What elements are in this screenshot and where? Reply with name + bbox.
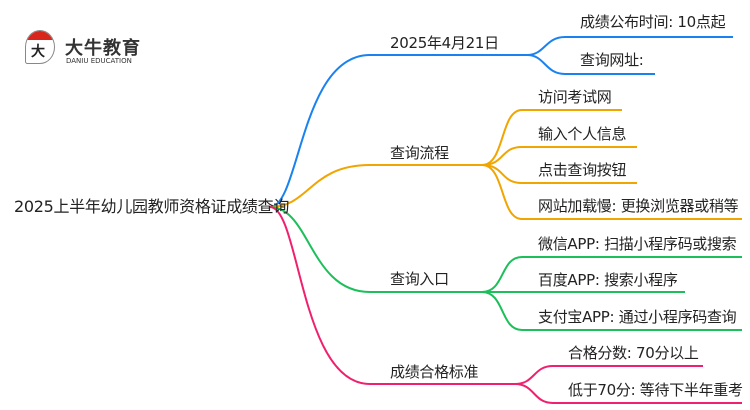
connector-branch-3-child-1 [481,256,742,293]
branch-3-child-2: 百度APP: 搜索小程序 [538,271,678,289]
logo-name: 大牛教育 [65,38,141,59]
branch-3-child-1: 微信APP: 扫描小程序码或搜索 [538,235,737,253]
branch-2-child-4: 网站加载慢: 更换浏览器或稍等 [538,197,739,215]
branch-2-child-3: 点击查询按钮 [538,161,627,179]
root-node: 2025上半年幼儿园教师资格证成绩查询 [14,197,290,216]
connector-branch-2 [269,164,482,208]
logo: 大牛 大牛教育 DANIU EDUCATION [22,28,152,72]
connector-branch-2-child-2 [481,146,637,166]
branch-4-label: 成绩合格标准 [390,363,479,381]
branch-2-child-2: 输入个人信息 [538,125,627,143]
connector-branch-2-child-4 [481,164,742,220]
connector-branch-4 [269,206,515,385]
branch-1-child-2: 查询网址: [580,51,644,69]
logo-subtitle: DANIU EDUCATION [66,57,132,65]
connector-branch-3 [269,206,482,293]
branch-1-label: 2025年4月21日 [390,34,499,52]
branch-1-child-1: 成绩公布时间: 10点起 [580,13,726,31]
connector-branch-1-child-1 [526,36,733,56]
connector-branch-1 [269,54,527,208]
connector-branch-3-child-3 [481,291,742,331]
connector-branch-1-child-2 [526,54,655,75]
branch-3-child-3: 支付宝APP: 通过小程序码查询 [538,308,737,326]
branch-4-child-2: 低于70分: 等待下半年重考 [568,381,743,399]
connector-branch-4-child-2 [514,383,742,404]
branch-2-child-1: 访问考试网 [538,88,612,106]
branch-2-label: 查询流程 [390,144,449,162]
connector-branch-2-child-1 [481,109,622,166]
branch-4-child-1: 合格分数: 70分以上 [568,344,699,362]
connector-branch-4-child-1 [514,365,703,385]
logo-icon: 大牛 [25,30,55,64]
branch-3-label: 查询入口 [390,270,449,288]
